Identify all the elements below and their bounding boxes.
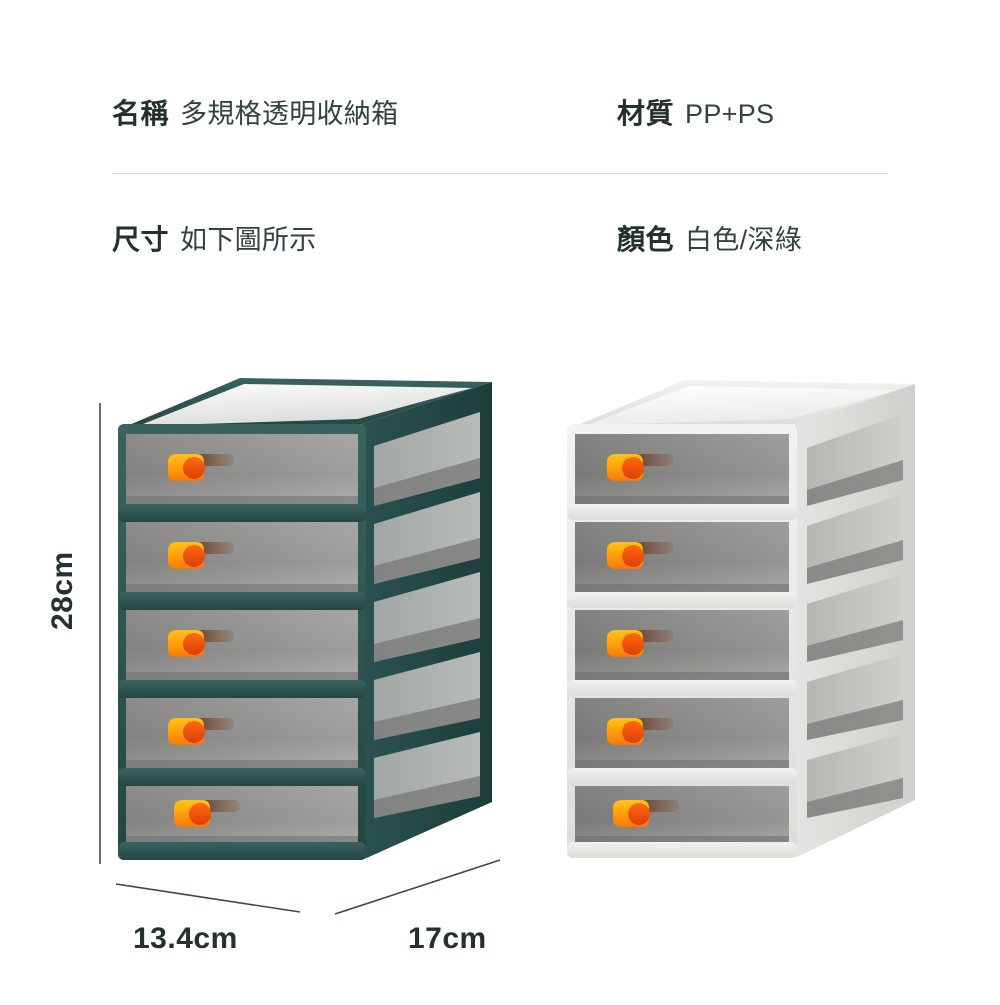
- spec-field-material: 材質 PP+PS: [617, 92, 888, 132]
- spec-value-size: 如下圖所示: [180, 225, 317, 255]
- dark-green-storage-unit: [112, 372, 502, 907]
- white-unit-front-face: [567, 424, 797, 858]
- green-unit-lid: [122, 378, 492, 428]
- spec-label-material: 材質: [617, 98, 675, 129]
- spec-label-size: 尺寸: [112, 224, 170, 255]
- drawer: [567, 434, 797, 520]
- spec-field-name: 名稱 多規格透明收納箱: [112, 92, 617, 132]
- spec-value-name: 多規格透明收納箱: [180, 99, 399, 129]
- white-storage-unit: [563, 372, 923, 907]
- drawer: [118, 610, 366, 698]
- drawer: [118, 522, 366, 610]
- drawer: [567, 610, 797, 696]
- spec-label-name: 名稱: [112, 98, 170, 129]
- drawer: [567, 698, 797, 784]
- drawer: [567, 786, 797, 858]
- drawer: [118, 786, 366, 860]
- drawer: [118, 698, 366, 786]
- white-unit-lid: [571, 380, 915, 428]
- product-illustration: [0, 330, 1000, 1000]
- drawer: [567, 522, 797, 608]
- green-unit-drawing: [118, 378, 492, 860]
- green-unit-side-face: [362, 382, 492, 860]
- spec-row: 尺寸 如下圖所示 顏色 白色/深綠: [112, 208, 888, 268]
- spec-value-color: 白色/深綠: [685, 225, 803, 255]
- spec-label-color: 顏色: [617, 224, 675, 255]
- spec-row: 名稱 多規格透明收納箱 材質 PP+PS: [112, 82, 888, 142]
- spec-field-color: 顏色 白色/深綠: [617, 218, 888, 258]
- drawer: [118, 434, 366, 522]
- green-unit-front-face: [118, 424, 366, 860]
- white-unit-side-face: [795, 384, 915, 858]
- spec-field-size: 尺寸 如下圖所示: [112, 218, 617, 258]
- spec-value-material: PP+PS: [685, 99, 775, 129]
- product-spec-sheet: 名稱 多規格透明收納箱 材質 PP+PS 尺寸 如下圖所示 顏色 白色/深綠: [0, 0, 1000, 300]
- spec-divider: [112, 173, 888, 174]
- white-unit-drawing: [567, 380, 915, 858]
